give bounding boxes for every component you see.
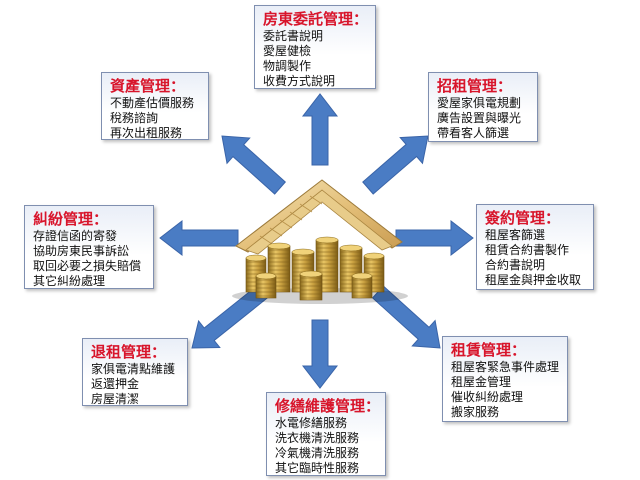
box-asset-management: 資產管理： 不動產估價服務稅務諮詢再次出租服務	[101, 72, 209, 140]
box-item: 稅務諮詢	[110, 111, 159, 125]
box-item: 其它臨時性服務	[275, 461, 360, 475]
box-item: 不動產估價服務	[110, 96, 195, 110]
coin-stack	[255, 275, 277, 299]
box-lease-management: 租賃管理： 租屋客緊急事件處理租屋金管理催收糾紛處理搬家服務	[442, 336, 568, 422]
box-item: 愛屋家俱電規劃	[437, 96, 522, 110]
box-item: 租屋客緊急事件處理	[451, 360, 560, 374]
box-item: 催收糾紛處理	[451, 390, 524, 404]
box-items: 愛屋家俱電規劃廣告設置與曝光帶看客人篩選	[437, 96, 531, 141]
box-item: 租屋客篩選	[485, 228, 546, 242]
box-repair-maintenance: 修繕維護管理： 水電修繕服務洗衣機清洗服務冷氣機清洗服務其它臨時性服務	[266, 392, 386, 476]
box-item: 返還押金	[91, 377, 140, 391]
box-item: 取回必要之損失賠償	[33, 259, 142, 273]
box-items: 委託書說明愛屋健檢物調製作收費方式說明	[263, 29, 369, 89]
coin-top	[255, 272, 277, 280]
banknote-roof-layer	[245, 189, 393, 255]
box-item: 租屋金與押金收取	[485, 273, 582, 287]
box-title: 退租管理：	[91, 343, 167, 361]
arrow-down	[301, 319, 339, 389]
box-title: 房東委託管理：	[263, 10, 369, 28]
banknote-line	[309, 195, 323, 205]
box-item: 搬家服務	[451, 405, 500, 419]
arrow-down-left	[191, 285, 268, 349]
box-item: 廣告設置與曝光	[437, 111, 522, 125]
box-item: 冷氣機清洗服務	[275, 446, 360, 460]
arrow-left	[159, 219, 239, 257]
box-items: 家俱電清點維護返還押金房屋清潔	[91, 362, 181, 407]
box-item: 洗衣機清洗服務	[275, 431, 360, 445]
box-item: 收費方式說明	[263, 74, 336, 88]
coin-top	[291, 248, 315, 256]
coin-top	[299, 270, 323, 278]
box-item: 租賃合約書製作	[485, 243, 570, 257]
box-item: 租屋金管理	[451, 375, 512, 389]
coin-top	[339, 244, 363, 252]
banknote-line	[279, 219, 293, 229]
box-items: 租屋客篩選租賃合約書製作合約書說明租屋金與押金收取	[485, 228, 587, 288]
coin-top	[245, 254, 267, 262]
box-item: 帶看客人篩選	[437, 126, 510, 140]
banknote-line	[289, 211, 303, 221]
box-landlord-commission: 房東委託管理： 委託書說明愛屋健檢物調製作收費方式說明	[254, 5, 376, 89]
arrow-up-left	[221, 135, 287, 195]
coin-top	[351, 272, 373, 280]
arrow-up	[301, 93, 339, 166]
box-rental-recruitment: 招租管理： 愛屋家俱電規劃廣告設置與曝光帶看客人篩選	[428, 72, 538, 142]
box-move-out-management: 退租管理： 家俱電清點維護返還押金房屋清潔	[82, 338, 188, 406]
banknote-line	[259, 235, 273, 245]
box-item: 房屋清潔	[91, 392, 140, 406]
box-items: 存證信函的寄發協助房東民事訴訟取回必要之損失賠償其它糾紛處理	[33, 229, 147, 289]
box-items: 不動產估價服務稅務諮詢再次出租服務	[110, 96, 202, 141]
box-item: 家俱電清點維護	[91, 362, 176, 376]
banknote-line	[299, 203, 313, 213]
arrow-up-right	[362, 135, 429, 195]
box-item: 愛屋健檢	[263, 44, 312, 58]
box-item: 再次出租服務	[110, 126, 183, 140]
box-items: 水電修繕服務洗衣機清洗服務冷氣機清洗服務其它臨時性服務	[275, 416, 379, 476]
box-title: 糾紛管理：	[33, 210, 109, 228]
arrow-right	[395, 219, 474, 257]
box-items: 租屋客緊急事件處理租屋金管理催收糾紛處理搬家服務	[451, 360, 561, 420]
coin-top	[315, 236, 339, 244]
coin-stack	[351, 275, 373, 299]
box-item: 委託書說明	[263, 29, 324, 43]
box-title: 修繕維護管理：	[275, 397, 381, 415]
box-title: 租賃管理：	[451, 341, 527, 359]
box-title: 資產管理：	[110, 77, 186, 95]
coin-top	[363, 252, 385, 260]
arrow-down-right	[371, 285, 441, 349]
box-title: 簽約管理：	[485, 209, 561, 227]
box-item: 物調製作	[263, 59, 312, 73]
banknote-line	[269, 227, 283, 237]
box-item: 協助房東民事訴訟	[33, 244, 130, 258]
box-title: 招租管理：	[437, 77, 513, 95]
box-item: 存證信函的寄發	[33, 229, 118, 243]
box-dispute-management: 糾紛管理： 存證信函的寄發協助房東民事訴訟取回必要之損失賠償其它糾紛處理	[24, 205, 154, 289]
box-contract-management: 簽約管理： 租屋客篩選租賃合約書製作合約書說明租屋金與押金收取	[476, 204, 594, 290]
box-item: 其它糾紛處理	[33, 274, 106, 288]
coin-top	[267, 242, 291, 250]
box-item: 水電修繕服務	[275, 416, 348, 430]
box-item: 合約書說明	[485, 258, 546, 272]
